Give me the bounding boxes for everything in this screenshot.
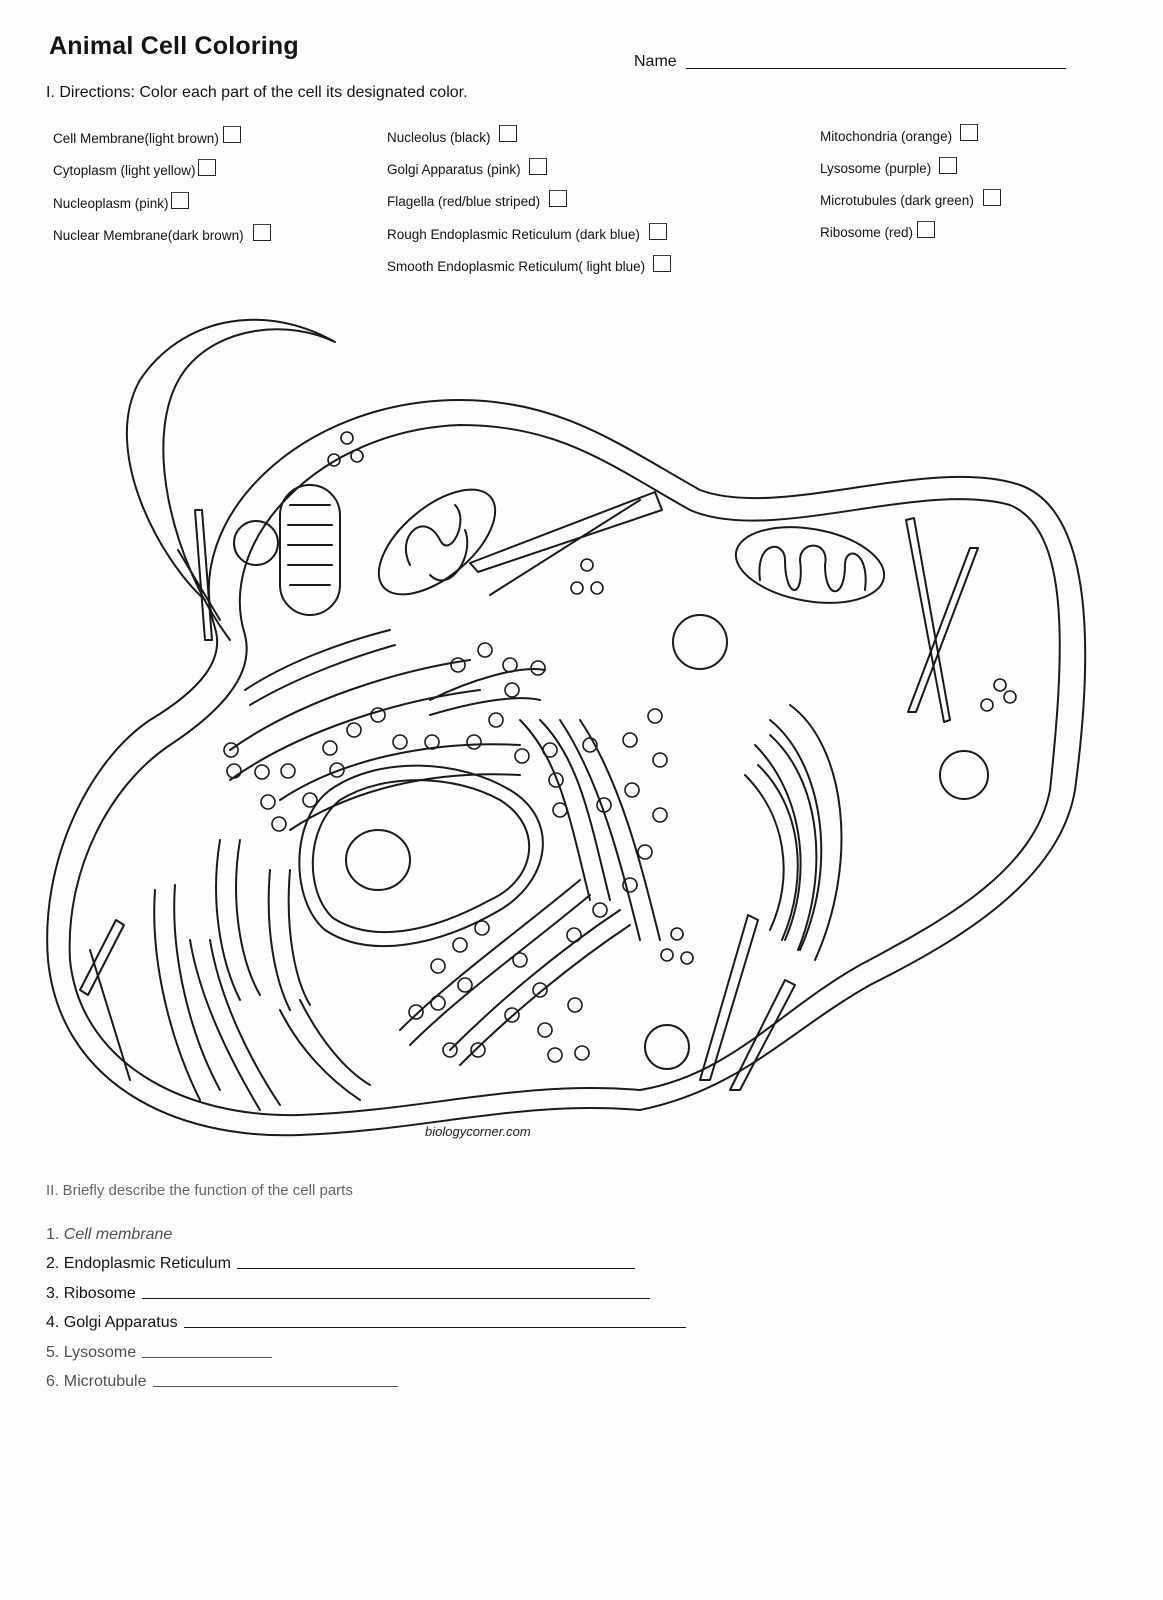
question-number: 4. bbox=[46, 1314, 60, 1331]
answer-line[interactable] bbox=[152, 1386, 398, 1387]
legend-label: Microtubules (dark green) bbox=[820, 193, 974, 208]
answer-line[interactable] bbox=[183, 1327, 686, 1328]
question-number: 1. bbox=[46, 1226, 60, 1243]
legend-label: Ribosome (red) bbox=[820, 225, 914, 240]
microtubules[interactable] bbox=[79, 491, 979, 1091]
legend-item-lysosome: Lysosome (purple) bbox=[820, 157, 958, 176]
question-6: 6. Microtubule bbox=[46, 1373, 398, 1391]
legend-item-nucleoplasm: Nucleoplasm (pink) bbox=[53, 192, 189, 211]
color-checkbox[interactable] bbox=[252, 224, 271, 241]
legend-label: Cytoplasm (light yellow) bbox=[53, 163, 196, 178]
er-ribosomes[interactable] bbox=[223, 642, 668, 1063]
lysosome[interactable] bbox=[233, 520, 989, 1070]
cell-membrane[interactable] bbox=[46, 399, 1087, 1137]
question-label: Microtubule bbox=[63, 1373, 147, 1390]
color-checkbox[interactable] bbox=[498, 125, 517, 142]
color-checkbox[interactable] bbox=[197, 159, 216, 176]
question-number: 5. bbox=[46, 1344, 60, 1361]
legend-item-smooth-er: Smooth Endoplasmic Reticulum( light blue… bbox=[387, 255, 672, 274]
answer-line[interactable] bbox=[141, 1298, 650, 1299]
color-checkbox[interactable] bbox=[528, 158, 547, 175]
legend-item-flagella: Flagella (red/blue striped) bbox=[387, 190, 568, 209]
legend-label: Flagella (red/blue striped) bbox=[387, 194, 541, 209]
legend-label: Nucleolus (black) bbox=[387, 130, 491, 145]
legend-item-golgi: Golgi Apparatus (pink) bbox=[387, 158, 547, 177]
color-checkbox[interactable] bbox=[170, 192, 189, 209]
golgi-apparatus[interactable] bbox=[744, 704, 843, 961]
legend-item-cytoplasm: Cytoplasm (light yellow) bbox=[53, 159, 216, 178]
question-4: 4. Golgi Apparatus bbox=[46, 1314, 686, 1332]
smooth-endoplasmic-reticulum[interactable] bbox=[153, 839, 371, 1111]
free-ribosomes[interactable] bbox=[327, 431, 1017, 965]
color-checkbox[interactable] bbox=[939, 157, 958, 174]
question-number: 3. bbox=[46, 1285, 60, 1302]
question-number: 2. bbox=[46, 1255, 60, 1272]
legend-item-cell-membrane: Cell Membrane(light brown) bbox=[53, 126, 241, 146]
mitochondrion[interactable] bbox=[730, 517, 890, 614]
question-label: Golgi Apparatus bbox=[63, 1314, 178, 1331]
legend-label: Rough Endoplasmic Reticulum (dark blue) bbox=[387, 227, 640, 242]
legend-label: Cell Membrane(light brown) bbox=[53, 131, 219, 146]
answer-line[interactable] bbox=[236, 1268, 635, 1269]
question-label: Lysosome bbox=[63, 1344, 137, 1361]
question-label: Endoplasmic Reticulum bbox=[63, 1255, 231, 1272]
legend-label: Nucleoplasm (pink) bbox=[53, 196, 169, 211]
question-5: 5. Lysosome bbox=[46, 1344, 273, 1362]
legend-item-microtubules: Microtubules (dark green) bbox=[820, 189, 1001, 208]
name-label: Name bbox=[634, 53, 677, 70]
color-checkbox[interactable] bbox=[982, 189, 1001, 206]
color-checkbox[interactable] bbox=[653, 255, 672, 272]
question-2: 2. Endoplasmic Reticulum bbox=[46, 1255, 635, 1273]
answer-line[interactable] bbox=[142, 1357, 273, 1358]
worksheet-title: Animal Cell Coloring bbox=[49, 32, 299, 60]
mitochondrion[interactable] bbox=[279, 484, 341, 616]
question-label: Ribosome bbox=[63, 1285, 136, 1302]
legend-item-ribosome: Ribosome (red) bbox=[820, 221, 936, 240]
color-checkbox[interactable] bbox=[917, 221, 936, 238]
legend-item-nuclear-membrane: Nuclear Membrane(dark brown) bbox=[53, 224, 271, 243]
diagram-credit: biologycorner.com bbox=[425, 1124, 531, 1139]
nucleolus bbox=[345, 829, 411, 891]
directions-text: I. Directions: Color each part of the ce… bbox=[46, 84, 468, 101]
legend-label: Golgi Apparatus (pink) bbox=[387, 162, 521, 177]
nuclear-membrane bbox=[298, 764, 544, 948]
color-checkbox[interactable] bbox=[222, 126, 241, 143]
legend-label: Mitochondria (orange) bbox=[820, 129, 953, 144]
color-checkbox[interactable] bbox=[960, 124, 979, 141]
question-3: 3. Ribosome bbox=[46, 1285, 650, 1303]
flagellum[interactable] bbox=[125, 318, 336, 641]
color-checkbox[interactable] bbox=[648, 223, 667, 240]
name-field-line[interactable] bbox=[686, 68, 1066, 69]
legend-label: Nuclear Membrane(dark brown) bbox=[53, 228, 244, 243]
legend-item-mitochondria: Mitochondria (orange) bbox=[820, 124, 979, 144]
section-2-heading: II. Briefly describe the function of the… bbox=[46, 1182, 353, 1199]
legend-item-rough-er: Rough Endoplasmic Reticulum (dark blue) bbox=[387, 223, 667, 242]
question-1: 1. Cell membrane bbox=[46, 1226, 172, 1244]
legend-item-nucleolus: Nucleolus (black) bbox=[387, 125, 517, 145]
mitochondrion[interactable] bbox=[361, 470, 513, 614]
color-checkbox[interactable] bbox=[549, 190, 568, 207]
question-label: Cell membrane bbox=[63, 1226, 173, 1243]
legend-label: Lysosome (purple) bbox=[820, 161, 932, 176]
legend-label: Smooth Endoplasmic Reticulum( light blue… bbox=[387, 259, 646, 274]
rough-endoplasmic-reticulum[interactable] bbox=[229, 629, 661, 1066]
nucleus[interactable] bbox=[298, 764, 544, 948]
question-number: 6. bbox=[46, 1373, 60, 1390]
